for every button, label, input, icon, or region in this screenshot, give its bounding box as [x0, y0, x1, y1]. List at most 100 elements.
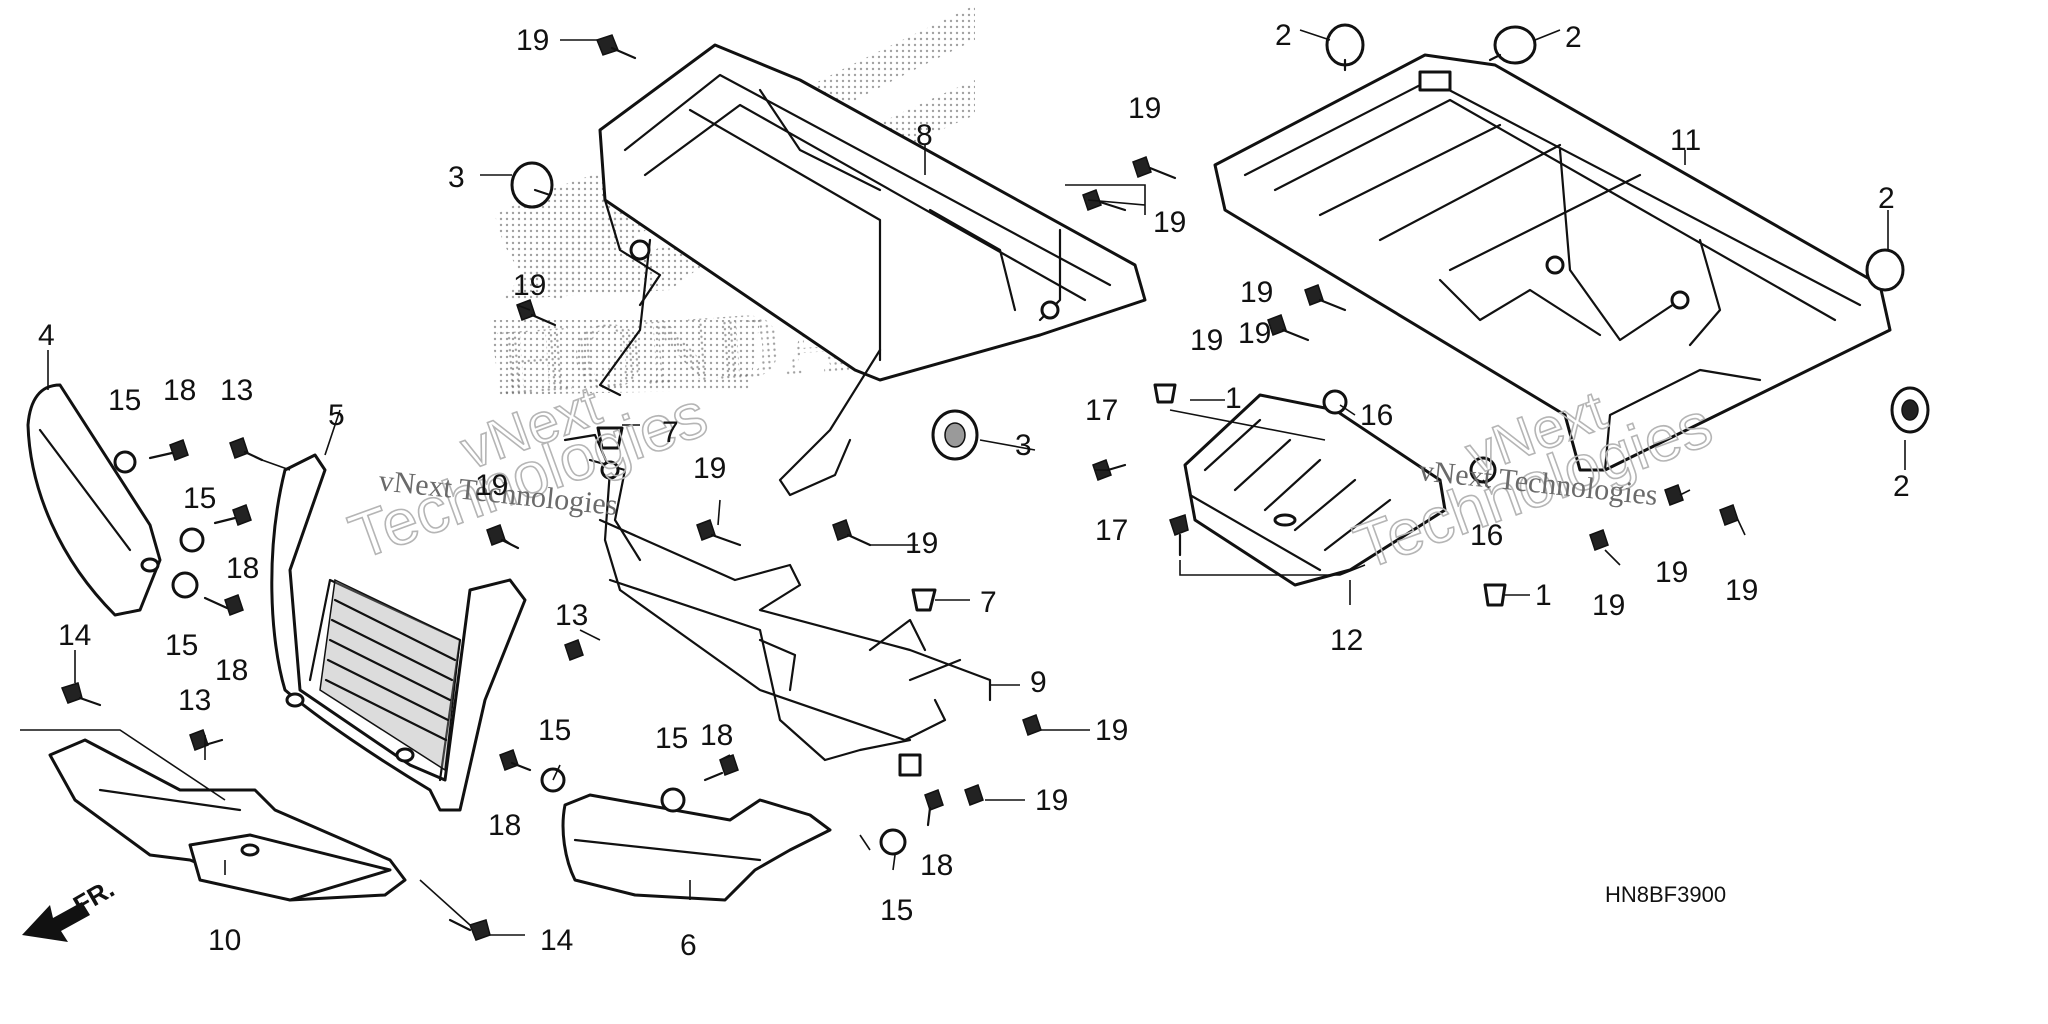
bolt-18b: [213, 504, 252, 526]
leader-lines: [20, 29, 1906, 936]
callout-2: 2: [1275, 19, 1292, 52]
rubber-mount-2d: [1890, 386, 1930, 434]
center-bracket: [563, 433, 992, 777]
callout-19: 19: [1240, 276, 1273, 309]
rubber-mount-3b: [931, 409, 979, 461]
callout-17: 17: [1095, 514, 1128, 547]
callout-1: 1: [1535, 579, 1552, 612]
callout-14: 14: [540, 924, 573, 957]
bolt-19g: [1022, 714, 1042, 736]
callout-19: 19: [1190, 324, 1223, 357]
rubber-mount-2b: [1488, 25, 1537, 65]
arrow-icon: [22, 902, 90, 942]
front-direction-arrow: FR.: [22, 873, 119, 942]
callout-19: 19: [516, 24, 549, 57]
callout-19: 19: [513, 269, 546, 302]
callout-16: 16: [1470, 519, 1503, 552]
callout-15: 15: [538, 714, 571, 747]
bolt-19d: [696, 519, 742, 547]
callout-19: 19: [905, 527, 938, 560]
skid-plate: [1183, 393, 1447, 587]
bolt-14a: [61, 682, 102, 707]
bolt-18f: [924, 789, 944, 827]
callout-10: 10: [208, 924, 241, 957]
bolt-19n: [1664, 484, 1684, 506]
bolt-19l: [1267, 314, 1310, 342]
diagram-code: HN8BF3900: [1605, 882, 1726, 907]
callout-19: 19: [475, 469, 508, 502]
bolt-19m: [1589, 529, 1609, 551]
callout-7: 7: [662, 416, 679, 449]
callout-19: 19: [1655, 556, 1688, 589]
callout-2: 2: [1565, 21, 1582, 54]
callout-19: 19: [1592, 589, 1625, 622]
callout-3: 3: [448, 161, 465, 194]
washers: [113, 383, 1507, 856]
callout-5: 5: [328, 399, 345, 432]
callout-19: 19: [693, 452, 726, 485]
grille-mesh: [319, 578, 461, 772]
rubber-mount-3a: [510, 161, 554, 209]
bolt-18e: [703, 754, 739, 782]
callout-16: 16: [1360, 399, 1393, 432]
bolt-19a: [596, 34, 637, 60]
bolt-19k: [1304, 284, 1347, 312]
bolt-18a: [148, 439, 189, 461]
callout-2: 2: [1893, 470, 1910, 503]
callout-12: 12: [1330, 624, 1363, 657]
bolt-14b: [448, 918, 491, 941]
callout-13: 13: [555, 599, 588, 632]
front-carrier: [1213, 53, 1892, 472]
callout-1: 1: [1225, 382, 1242, 415]
rubber-mount-2a: [1325, 23, 1365, 72]
callout-11: 11: [1670, 124, 1701, 157]
callout-15: 15: [655, 722, 688, 755]
bolt-19e: [832, 519, 872, 547]
rubber-mount-2c: [1865, 248, 1905, 292]
callout-13: 13: [220, 374, 253, 407]
callout-19: 19: [1128, 92, 1161, 125]
bolt-19c: [486, 524, 520, 550]
side-guard-right: [561, 793, 832, 902]
side-guard-left: [26, 383, 162, 617]
lower-guard-left: [48, 738, 407, 902]
bolt-19o: [1719, 504, 1739, 526]
bolt-19b: [516, 299, 557, 327]
callout-18: 18: [215, 654, 248, 687]
callout-3: 3: [1015, 429, 1032, 462]
bolt-19h: [964, 784, 984, 806]
bolts: [61, 34, 1739, 941]
callout-19: 19: [1035, 784, 1068, 817]
callout-19: 19: [1238, 317, 1271, 350]
callout-8: 8: [916, 119, 933, 152]
callout-6: 6: [680, 929, 697, 962]
callout-7: 7: [980, 586, 997, 619]
callout-numbers: 19 8 3 19 19 3 7 19 19 19 7 9 19 19 4 15…: [38, 19, 1910, 962]
bolt-13c: [189, 729, 224, 751]
rear-carrier: [598, 43, 1147, 497]
callout-2: 2: [1878, 182, 1895, 215]
callout-18: 18: [226, 552, 259, 585]
bolt-18c: [203, 594, 244, 616]
callout-19: 19: [1153, 206, 1186, 239]
callout-15: 15: [165, 629, 198, 662]
callout-18: 18: [488, 809, 521, 842]
callout-14: 14: [58, 619, 91, 652]
vnext-watermark: Technologies vNext vNext Technologies Te…: [339, 372, 1721, 584]
bolt-17b: [1169, 514, 1189, 557]
callout-17: 17: [1085, 394, 1118, 427]
bolt-13a: [229, 437, 264, 462]
callout-18: 18: [163, 374, 196, 407]
callout-9: 9: [1030, 666, 1047, 699]
callout-4: 4: [38, 319, 55, 352]
bolt-19i: [1132, 156, 1177, 180]
callout-15: 15: [880, 894, 913, 927]
callout-19: 19: [1095, 714, 1128, 747]
callout-13: 13: [178, 684, 211, 717]
callout-18: 18: [700, 719, 733, 752]
front-grille-frame: [270, 453, 527, 812]
bolt-13b: [564, 639, 584, 661]
bolt-18d: [499, 749, 532, 772]
callout-18: 18: [920, 849, 953, 882]
